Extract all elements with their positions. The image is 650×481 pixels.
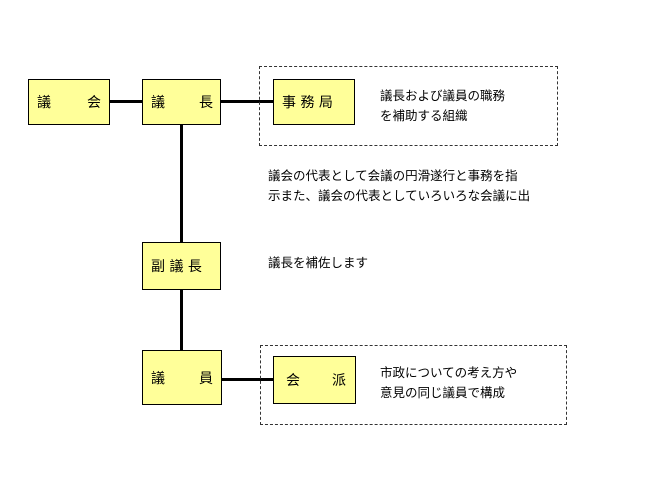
note-jimukyoku: 議長および議員の職務 を補助する組織 bbox=[380, 86, 505, 126]
node-jimukyoku: 事 務 局 bbox=[273, 79, 355, 125]
note-gicho-line1: 議会の代表として会議の円滑遂行と事務を指 bbox=[268, 168, 518, 183]
node-jimukyoku-label: 事 務 局 bbox=[282, 95, 333, 111]
node-gicho-char2: 長 bbox=[199, 95, 213, 111]
connector-gicho-fukugicho bbox=[180, 125, 183, 243]
node-giin: 議 員 bbox=[142, 350, 222, 405]
note-kaiha-line2: 意見の同じ議員で構成 bbox=[380, 385, 506, 400]
node-giin-char1: 議 bbox=[151, 370, 165, 387]
node-gikai-char1: 議 bbox=[37, 95, 51, 111]
connector-gikai-gicho bbox=[109, 100, 143, 103]
note-gicho-line2: 示また、議会の代表としていろいろな会議に出 bbox=[268, 188, 531, 203]
note-fukugicho: 議長を補佐します bbox=[268, 253, 368, 273]
node-gicho: 議 長 bbox=[142, 79, 221, 125]
connector-giin-kaiha bbox=[221, 378, 274, 381]
node-kaiha: 会 派 bbox=[273, 356, 356, 404]
node-kaiha-char2: 派 bbox=[332, 373, 346, 389]
node-gikai: 議 会 bbox=[28, 79, 110, 125]
node-fukugicho: 副 議 長 bbox=[142, 242, 221, 290]
node-gikai-char2: 会 bbox=[87, 95, 101, 111]
kaiha-group bbox=[260, 345, 567, 425]
note-gicho: 議会の代表として会議の円滑遂行と事務を指 示また、議会の代表としていろいろな会議… bbox=[268, 166, 530, 206]
node-gicho-char1: 議 bbox=[151, 95, 165, 111]
note-kaiha: 市政についての考え方や 意見の同じ議員で構成 bbox=[380, 363, 517, 403]
jimukyoku-group bbox=[259, 66, 558, 146]
note-kaiha-line1: 市政についての考え方や bbox=[380, 365, 518, 380]
note-fukugicho-line1: 議長を補佐します bbox=[268, 255, 369, 270]
node-kaiha-char1: 会 bbox=[286, 373, 300, 389]
node-fukugicho-label: 副 議 長 bbox=[151, 259, 202, 275]
note-jimukyoku-line2: を補助する組織 bbox=[380, 108, 468, 123]
connector-gicho-jimukyoku bbox=[220, 100, 274, 103]
node-giin-char2: 員 bbox=[199, 370, 213, 387]
connector-fukugicho-giin bbox=[180, 289, 183, 351]
note-jimukyoku-line1: 議長および議員の職務 bbox=[380, 88, 506, 103]
